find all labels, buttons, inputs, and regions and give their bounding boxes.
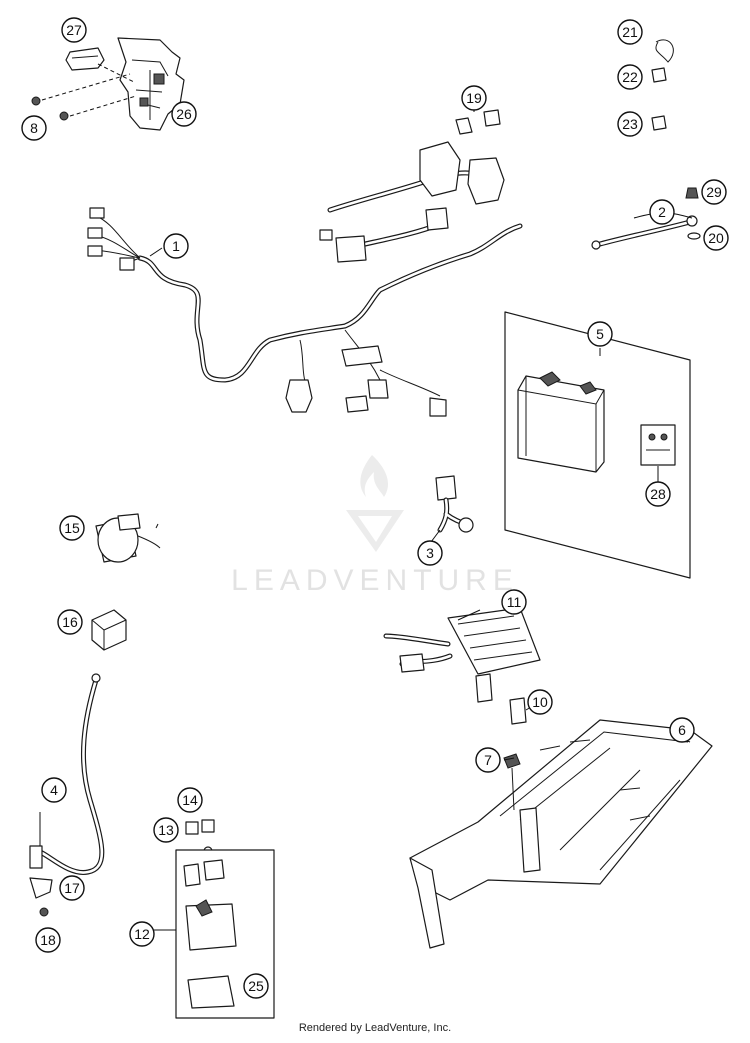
watermark: LEADVENTURE <box>231 455 519 597</box>
svg-text:15: 15 <box>64 520 80 536</box>
callout-8: 8 <box>21 115 47 141</box>
svg-text:12: 12 <box>134 926 150 942</box>
svg-text:28: 28 <box>650 486 666 502</box>
svg-text:2: 2 <box>658 204 666 220</box>
svg-text:10: 10 <box>532 694 548 710</box>
callout-10: 10 <box>527 689 553 715</box>
svg-text:21: 21 <box>622 24 638 40</box>
svg-text:4: 4 <box>50 782 58 798</box>
callout-28: 28 <box>645 481 671 507</box>
svg-text:26: 26 <box>176 106 192 122</box>
part-battery-tray-6 <box>409 719 713 949</box>
svg-text:14: 14 <box>182 792 198 808</box>
svg-text:13: 13 <box>158 822 174 838</box>
part-starter-cable <box>29 673 105 875</box>
callout-19: 19 <box>461 85 487 111</box>
svg-text:11: 11 <box>507 594 522 610</box>
callout-17: 17 <box>59 875 85 901</box>
callout-1: 1 <box>163 233 189 259</box>
part-bracket-assembly <box>31 37 185 131</box>
callout-11: 11 <box>501 589 527 615</box>
svg-text:19: 19 <box>466 90 482 106</box>
callout-23: 23 <box>617 111 643 137</box>
svg-text:5: 5 <box>596 326 604 342</box>
part-relay-15 <box>95 513 161 563</box>
svg-text:16: 16 <box>62 614 78 630</box>
callout-14: 14 <box>177 787 203 813</box>
part-small-17-18 <box>29 877 53 917</box>
callout-15: 15 <box>59 515 85 541</box>
svg-text:3: 3 <box>426 545 434 561</box>
callout-2: 2 <box>649 199 675 225</box>
part-battery-panel <box>504 311 691 579</box>
watermark-text: LEADVENTURE <box>231 564 519 597</box>
callout-25: 25 <box>243 973 269 999</box>
callout-13: 13 <box>153 817 179 843</box>
svg-text:17: 17 <box>64 880 80 896</box>
part-regulator-11 <box>383 607 541 675</box>
part-wiring-harness <box>87 109 523 417</box>
part-connectors-10 <box>475 673 527 725</box>
callout-20: 20 <box>703 225 729 251</box>
callout-7: 7 <box>475 747 501 773</box>
callout-26: 26 <box>171 101 197 127</box>
callout-4: 4 <box>41 777 67 803</box>
svg-text:25: 25 <box>248 978 264 994</box>
svg-text:8: 8 <box>30 120 38 136</box>
part-nut-7 <box>503 753 521 811</box>
part-relay-box-12 <box>175 849 275 1019</box>
callout-22: 22 <box>617 64 643 90</box>
footer-credit: Rendered by LeadVenture, Inc. <box>298 1022 452 1034</box>
svg-text:18: 18 <box>40 932 56 948</box>
callout-21: 21 <box>617 19 643 45</box>
part-fuse-box-16 <box>91 609 127 651</box>
svg-text:7: 7 <box>484 752 492 768</box>
svg-text:23: 23 <box>622 116 638 132</box>
svg-text:22: 22 <box>622 69 638 85</box>
svg-text:27: 27 <box>66 22 82 38</box>
svg-text:6: 6 <box>678 722 686 738</box>
part-small-21-23 <box>651 39 674 131</box>
callout-29: 29 <box>701 179 727 205</box>
svg-text:1: 1 <box>172 238 180 254</box>
callout-12: 12 <box>129 921 155 947</box>
callout-6: 6 <box>669 717 695 743</box>
callout-27: 27 <box>61 17 87 43</box>
part-connector-3 <box>435 475 474 533</box>
callout-5: 5 <box>587 321 613 347</box>
callout-18: 18 <box>35 927 61 953</box>
callout-3: 3 <box>417 540 443 566</box>
part-ground-cable <box>591 187 701 250</box>
svg-text:20: 20 <box>708 230 724 246</box>
svg-text:29: 29 <box>706 184 722 200</box>
callout-16: 16 <box>57 609 83 635</box>
